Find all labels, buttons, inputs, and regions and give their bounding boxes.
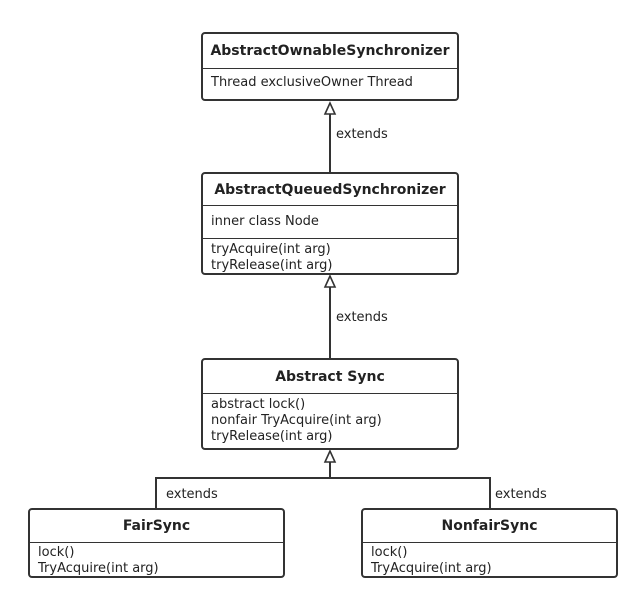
method: nonfair TryAcquire(int arg)	[211, 413, 382, 428]
class-nonfair-sync[interactable]: NonfairSync lock() TryAcquire(int arg)	[361, 508, 618, 578]
method: TryAcquire(int arg)	[371, 561, 492, 576]
edge-label-extends: extends	[336, 127, 388, 142]
class-name: NonfairSync	[441, 518, 538, 534]
class-abstract-queued-synchronizer[interactable]: AbstractQueuedSynchronizer inner class N…	[201, 172, 459, 275]
class-abstract-sync[interactable]: Abstract Sync abstract lock() nonfair Tr…	[201, 358, 459, 450]
method: abstract lock()	[211, 397, 306, 412]
method: lock()	[38, 545, 75, 560]
class-name: AbstractQueuedSynchronizer	[214, 181, 446, 198]
method: TryAcquire(int arg)	[38, 561, 159, 576]
class-name: AbstractOwnableSynchronizer	[210, 43, 450, 59]
field: Thread exclusiveOwner Thread	[211, 75, 413, 90]
arrowhead-aqs	[323, 274, 337, 288]
edge-label-extends: extends	[336, 310, 388, 325]
field: inner class Node	[211, 214, 319, 229]
class-name: FairSync	[122, 518, 191, 534]
methods-section: abstract lock() nonfair TryAcquire(int a…	[203, 393, 457, 445]
fields-section: inner class Node	[203, 205, 457, 238]
method: tryRelease(int arg)	[211, 429, 333, 444]
class-fair-sync[interactable]: FairSync lock() TryAcquire(int arg)	[28, 508, 285, 578]
method: lock()	[371, 545, 408, 560]
arrowhead-sync	[323, 449, 337, 463]
class-abstract-ownable-synchronizer[interactable]: AbstractOwnableSynchronizer Thread exclu…	[201, 32, 459, 101]
method: tryAcquire(int arg)	[211, 242, 331, 257]
methods-section: lock() TryAcquire(int arg)	[363, 542, 616, 577]
edge-label-extends: extends	[495, 487, 547, 502]
methods-section: lock() TryAcquire(int arg)	[30, 542, 283, 577]
edge-label-extends: extends	[166, 487, 218, 502]
method: tryRelease(int arg)	[211, 258, 333, 273]
arrowhead-aos	[323, 101, 337, 115]
methods-section: tryAcquire(int arg) tryRelease(int arg)	[203, 238, 457, 274]
fields-section: Thread exclusiveOwner Thread	[203, 68, 457, 99]
class-name: Abstract Sync	[275, 368, 385, 385]
